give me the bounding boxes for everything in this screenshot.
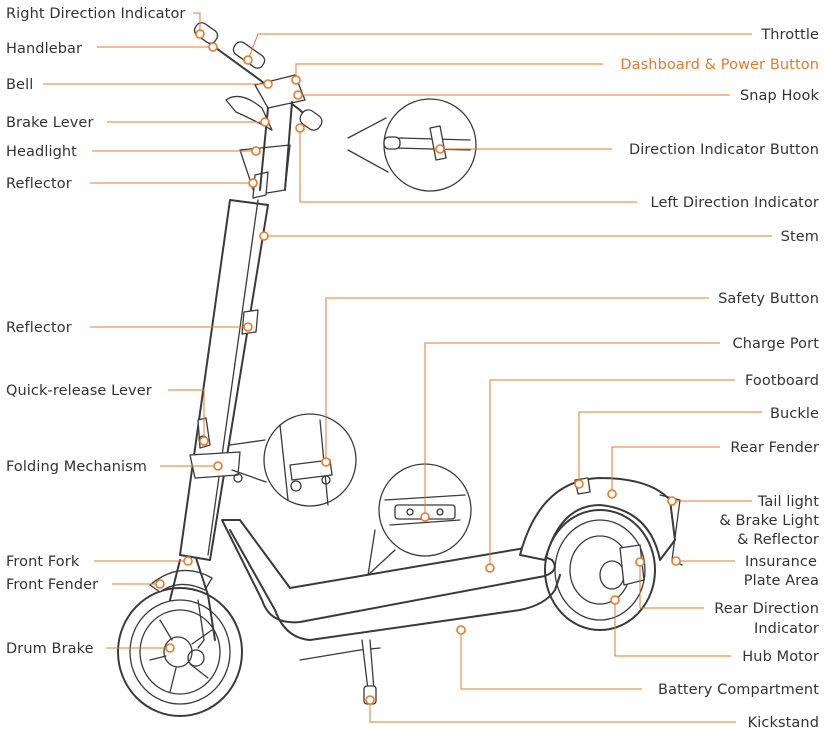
label-hub-motor: Hub Motor <box>742 649 819 665</box>
label-throttle: Throttle <box>760 27 819 43</box>
label-front-fork: Front Fork <box>6 554 80 570</box>
label-left-direction-indicator: Left Direction Indicator <box>651 195 819 211</box>
label-kickstand: Kickstand <box>748 715 819 731</box>
labels-left: Right Direction Indicator Handlebar Bell… <box>6 6 185 657</box>
front-wheel <box>117 587 243 717</box>
label-insurance-plate-line2: Plate Area <box>744 573 819 589</box>
label-insurance-plate-line1: Insurance <box>745 554 817 570</box>
callout-dots <box>155 29 681 705</box>
label-folding-mechanism: Folding Mechanism <box>6 459 147 475</box>
leader-lines <box>43 12 772 723</box>
labels-right: Throttle Dashboard & Power Button Snap H… <box>620 27 819 731</box>
front-fender-shape <box>149 569 213 593</box>
label-reflector-mid: Reflector <box>6 320 72 336</box>
label-direction-indicator-button: Direction Indicator Button <box>629 142 819 158</box>
label-dashboard-power-button: Dashboard & Power Button <box>620 57 819 73</box>
label-tail-light-line2: & Brake Light <box>719 513 819 529</box>
label-handlebar: Handlebar <box>6 41 82 57</box>
label-rear-direction-line2: Indicator <box>754 621 819 637</box>
detail-chargeport-callout <box>367 463 472 576</box>
label-front-fender: Front Fender <box>6 577 98 593</box>
stem-tube <box>179 199 269 561</box>
label-brake-lever: Brake Lever <box>6 115 94 131</box>
label-rear-fender: Rear Fender <box>730 440 819 456</box>
label-battery-compartment: Battery Compartment <box>658 682 819 698</box>
label-safety-button: Safety Button <box>718 291 819 307</box>
detail-safety-callout <box>229 413 357 507</box>
label-tail-light-line1: Tail light <box>757 494 819 510</box>
label-bell: Bell <box>6 77 33 93</box>
label-tail-light-line3: & Reflector <box>737 532 819 548</box>
label-reflector-top: Reflector <box>6 176 72 192</box>
label-rear-direction-line1: Rear Direction <box>714 601 819 617</box>
label-headlight: Headlight <box>6 144 77 160</box>
label-buckle: Buckle <box>770 406 819 422</box>
detail-handlebar-callout <box>347 98 477 192</box>
label-quick-release-lever: Quick-release Lever <box>6 383 152 399</box>
label-footboard: Footboard <box>745 373 819 389</box>
label-drum-brake: Drum Brake <box>6 641 94 657</box>
label-charge-port: Charge Port <box>733 336 820 352</box>
label-snap-hook: Snap Hook <box>740 88 820 104</box>
label-right-direction-indicator: Right Direction Indicator <box>6 6 185 22</box>
label-stem: Stem <box>781 229 819 245</box>
